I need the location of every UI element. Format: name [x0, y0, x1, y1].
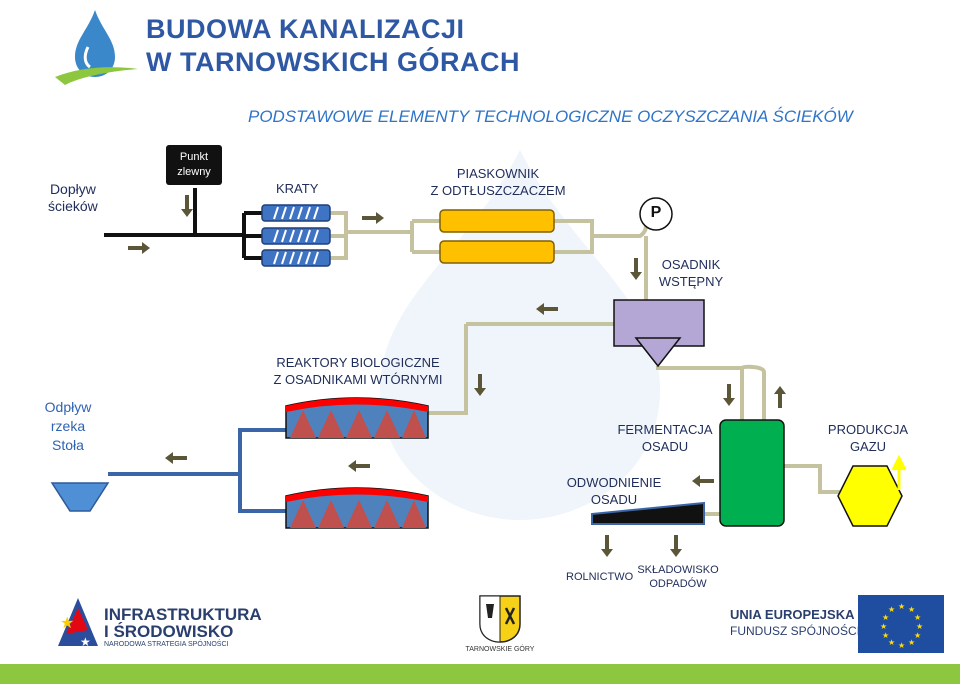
label-inflow-line1: Dopływ [49, 181, 96, 197]
label-outflow-line2: rzeka [50, 418, 86, 434]
grit-chamber [439, 209, 555, 264]
label-gas-line1: PRODUKCJA [827, 422, 909, 437]
svg-text:★: ★ [80, 635, 91, 649]
label-dump-point-line1: Punkt [179, 151, 209, 163]
label-gas: PRODUKCJA GAZU [822, 421, 914, 455]
svg-text:★: ★ [60, 613, 74, 632]
label-fermentation-line1: FERMENTACJA [617, 422, 713, 437]
dewatering-press [591, 501, 705, 525]
raw-inflow-pipe [104, 188, 262, 260]
eu-flag: ★★★ ★★★ ★★★ ★★★ [858, 595, 944, 653]
label-outflow: Odpływ rzeka Stoła [36, 398, 100, 455]
svg-text:★: ★ [882, 613, 889, 622]
label-inflow: Dopływ ścieków [48, 181, 98, 215]
label-pump: P [650, 204, 662, 221]
label-grit: PIASKOWNIK Z ODTŁUSZCZACZEM [428, 165, 568, 199]
footer-town: TARNOWSKIE GÓRY [465, 646, 535, 653]
digester [719, 419, 785, 527]
screens [261, 204, 331, 267]
bottom-bar [0, 664, 960, 684]
diagram-subtitle: PODSTAWOWE ELEMENTY TECHNOLOGICZNE OCZYS… [248, 107, 853, 126]
outflow-pipes [108, 428, 286, 513]
label-primary-line2: WSTĘPNY [658, 274, 724, 289]
label-dump-point-line2: zlewny [177, 166, 211, 178]
svg-text:★: ★ [888, 638, 895, 647]
biological-reactors [285, 397, 429, 529]
footer-infra-line3: NARODOWA STRATEGIA SPÓJNOŚCI [104, 641, 229, 648]
label-landfill-line2: ODPADÓW [649, 578, 707, 590]
label-grit-line1: PIASKOWNIK [456, 166, 540, 181]
label-gas-line2: GAZU [849, 439, 887, 454]
svg-text:★: ★ [888, 605, 895, 614]
label-primary-line1: OSADNIK [661, 257, 721, 272]
gas-arrow [891, 454, 907, 490]
svg-text:★: ★ [908, 638, 915, 647]
town-coat-of-arms [479, 595, 521, 643]
svg-text:★: ★ [882, 631, 889, 640]
label-landfill-line1: SKŁADOWISKO [637, 564, 719, 576]
label-primary: OSADNIK WSTĘPNY [656, 256, 726, 290]
label-reactors-line1: REAKTORY BIOLOGICZNE [276, 355, 440, 370]
label-agriculture: ROLNICTWO [566, 571, 634, 583]
svg-text:★: ★ [898, 641, 905, 650]
pump [639, 197, 673, 231]
dump-point-box: Punkt zlewny [166, 145, 222, 185]
river-outlet [50, 482, 110, 512]
label-outflow-line1: Odpływ [44, 399, 92, 415]
label-landfill: SKŁADOWISKO ODPADÓW [636, 563, 720, 591]
svg-text:★: ★ [914, 631, 921, 640]
footer-eu-line2: FUNDUSZ SPÓJNOŚCI [730, 624, 861, 638]
primary-settler [613, 299, 705, 368]
footer-infra-line2: I ŚRODOWISKO [104, 622, 234, 641]
process-pipes [330, 211, 840, 516]
svg-text:★: ★ [916, 622, 923, 631]
water-drop-logo [55, 10, 138, 85]
footer-infra-line1: INFRASTRUKTURA [104, 605, 262, 624]
svg-text:★: ★ [898, 602, 905, 611]
label-outflow-line3: Stoła [52, 437, 84, 453]
label-reactors-line2: Z OSADNIKAMI WTÓRNYMI [273, 372, 443, 387]
label-reactors: REAKTORY BIOLOGICZNE Z OSADNIKAMI WTÓRNY… [258, 354, 458, 388]
footer-eu: UNIA EUROPEJSKA FUNDUSZ SPÓJNOŚCI [730, 607, 860, 639]
svg-text:★: ★ [880, 622, 887, 631]
label-inflow-line2: ścieków [48, 198, 98, 214]
footer-infra: INFRASTRUKTURA I ŚRODOWISKO NARODOWA STR… [104, 606, 262, 650]
infrastructure-logo-icon: ★ ★ [58, 598, 98, 649]
header-title-line1: BUDOWA KANALIZACJI [146, 14, 465, 44]
label-dewatering-line2: OSADU [590, 492, 638, 507]
footer-eu-line1: UNIA EUROPEJSKA [730, 607, 855, 622]
svg-text:★: ★ [908, 605, 915, 614]
label-screens: KRATY [276, 181, 319, 196]
label-fermentation-line2: OSADU [641, 439, 689, 454]
svg-text:★: ★ [914, 613, 921, 622]
label-dewatering-line1: ODWODNIENIE [566, 475, 662, 490]
header-title-line2: W TARNOWSKICH GÓRACH [146, 47, 520, 77]
gas-hexagon [837, 465, 903, 527]
label-fermentation: FERMENTACJA OSADU [612, 421, 718, 455]
label-dewatering: ODWODNIENIE OSADU [562, 474, 666, 508]
label-grit-line2: Z ODTŁUSZCZACZEM [430, 183, 566, 198]
